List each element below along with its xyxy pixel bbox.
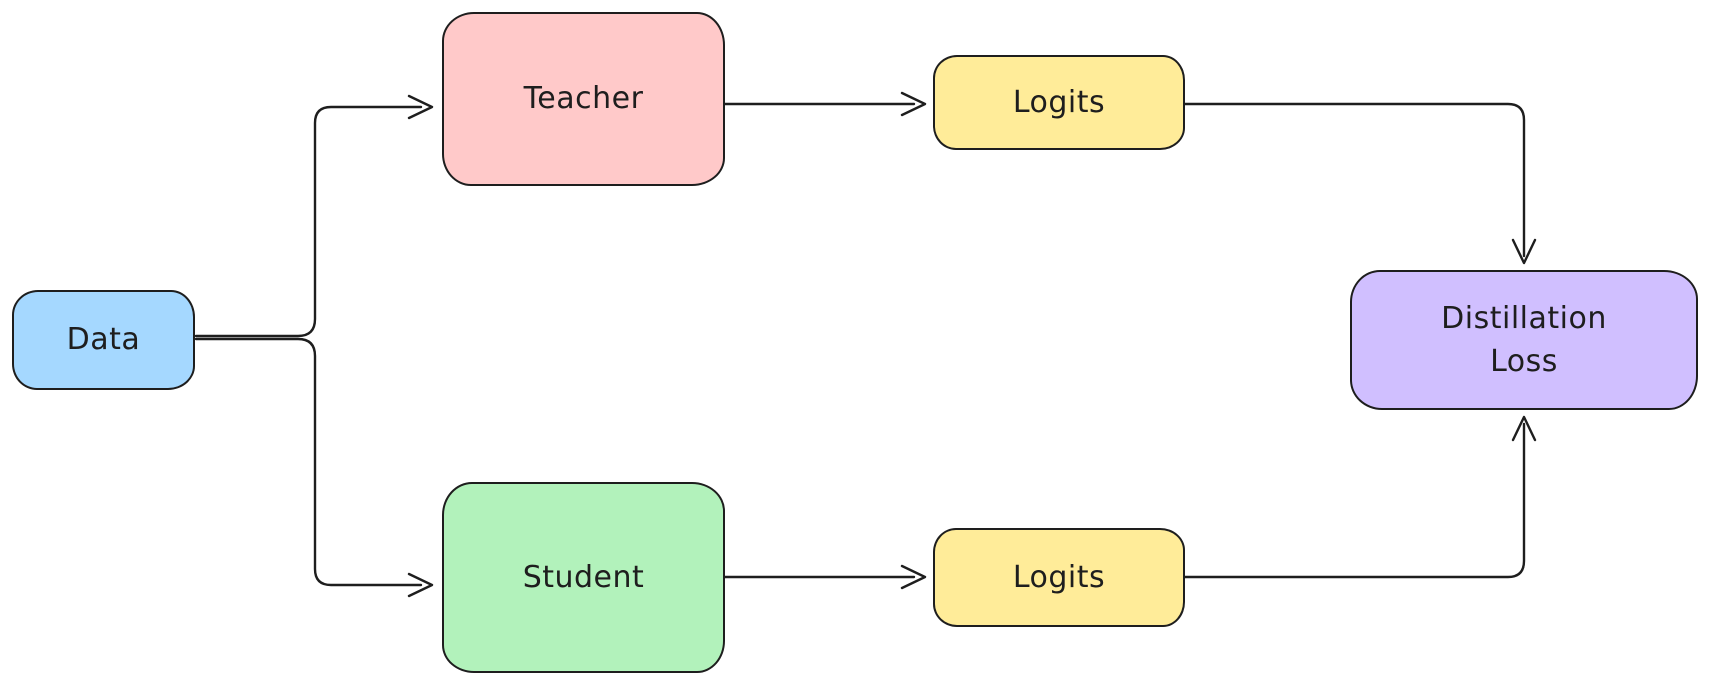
arrowhead-up-icon (1511, 415, 1537, 442)
edge-data-to-student (194, 337, 434, 598)
arrowhead-right-icon (407, 94, 434, 120)
node-student-label: Student (522, 559, 645, 595)
edge-line (194, 337, 423, 587)
arrowhead-down-icon (1511, 238, 1537, 265)
node-teacher-logits: Logits (933, 55, 1185, 150)
edge-line (194, 105, 423, 338)
node-distillation-loss: Distillation Loss (1350, 270, 1698, 410)
edge-teacher-logits-to-loss (1183, 102, 1537, 265)
node-data-label: Data (66, 322, 141, 358)
edge-data-to-teacher (194, 94, 434, 338)
edge-teacher-to-logits (723, 91, 927, 117)
node-student: Student (442, 482, 725, 673)
node-student-logits-label: Logits (1012, 559, 1106, 595)
node-distillation-loss-label-line2: Loss (1490, 344, 1558, 379)
node-teacher-label: Teacher (523, 81, 644, 117)
arrowhead-right-icon (900, 564, 927, 590)
node-data: Data (12, 290, 195, 390)
edge-student-to-logits (723, 564, 927, 590)
node-teacher-logits-label: Logits (1012, 84, 1106, 120)
arrowhead-right-icon (900, 91, 927, 117)
edge-line (1183, 422, 1526, 579)
node-student-logits: Logits (933, 528, 1185, 627)
node-distillation-loss-label-line1: Distillation (1441, 300, 1607, 336)
edge-student-logits-to-loss (1183, 415, 1537, 579)
edge-line (1183, 102, 1526, 258)
arrowhead-right-icon (407, 572, 434, 598)
node-teacher: Teacher (442, 12, 725, 186)
